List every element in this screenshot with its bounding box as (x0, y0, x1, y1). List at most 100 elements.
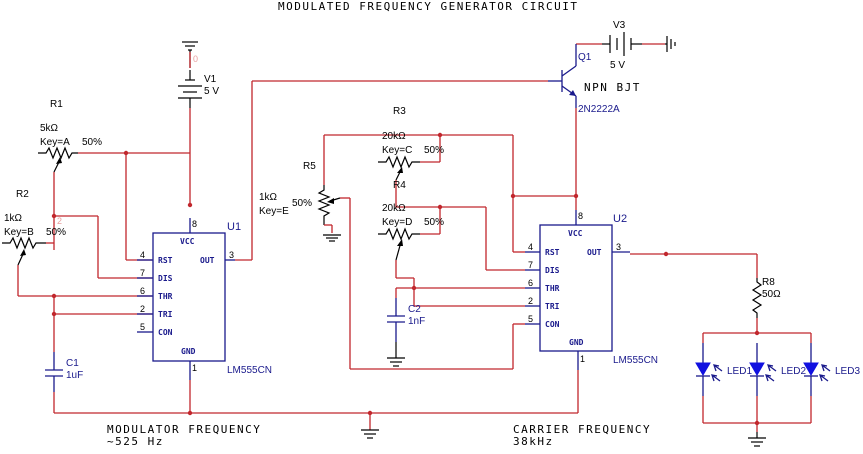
r2-name: R2 (16, 189, 29, 200)
u2-pin4: 4 (528, 242, 533, 252)
junction (437, 204, 443, 210)
r1-value: 5kΩ (40, 123, 59, 134)
u2-out-label: OUT (587, 248, 602, 257)
c2-name: C2 (408, 304, 421, 315)
v3-name: V3 (613, 20, 626, 31)
led2-label: LED2 (781, 366, 806, 377)
u1-out-label: OUT (200, 256, 215, 265)
r8-value: 50Ω (762, 289, 781, 300)
junction (367, 410, 373, 416)
u2-pin8: 8 (578, 211, 583, 221)
c1-value: 1uF (66, 370, 83, 381)
wires-carrier (323, 43, 812, 432)
q1-type: NPN BJT (584, 81, 641, 94)
ground-icon (665, 36, 676, 52)
u1-pin5: 5 (140, 322, 145, 332)
carrier-frequency-value: 38kHz (513, 435, 554, 448)
potentiometer-r1[interactable] (38, 146, 78, 173)
r3-key: Key=C (382, 145, 412, 156)
u1-pin8: 8 (192, 219, 197, 229)
potentiometer-r2[interactable] (2, 236, 46, 266)
r4-value: 20kΩ (382, 203, 406, 214)
u2-dis-label: DIS (545, 266, 560, 275)
u1-pin1: 1 (192, 363, 197, 373)
u2-pin2: 2 (528, 296, 533, 306)
u2-name: U2 (613, 213, 627, 225)
junction (51, 293, 57, 299)
junction (437, 132, 443, 138)
r3-value: 20kΩ (382, 131, 406, 142)
u1-rst-label: RST (158, 256, 173, 265)
u2-pin1: 1 (580, 354, 585, 364)
r1-name: R1 (50, 99, 63, 110)
potentiometer-r4[interactable] (378, 227, 420, 261)
ic-u2[interactable] (525, 210, 630, 370)
r4-percent: 50% (424, 217, 444, 228)
u1-vcc-label: VCC (180, 237, 195, 246)
r1-key: Key=A (40, 137, 70, 148)
v1-name: V1 (204, 74, 217, 85)
junction (187, 202, 193, 208)
q1-name: Q1 (578, 52, 592, 63)
led-3[interactable] (803, 343, 831, 396)
u2-pin7: 7 (528, 260, 533, 270)
u2-con-label: CON (545, 320, 560, 329)
u1-gnd-label: GND (181, 347, 196, 356)
junction (187, 410, 193, 416)
potentiometer-r3[interactable] (378, 155, 420, 181)
r5-percent: 50% (292, 198, 312, 209)
r5-key: Key=E (259, 206, 289, 217)
u2-model: LM555CN (613, 355, 658, 366)
junction (573, 193, 579, 199)
r8-name: R8 (762, 277, 775, 288)
r3-name: R3 (393, 106, 406, 117)
u1-pin3: 3 (229, 250, 234, 260)
r5-value: 1kΩ (259, 192, 278, 203)
c2-value: 1nF (408, 316, 425, 327)
capacitor-c2[interactable] (387, 298, 405, 367)
led1-label: LED1 (727, 366, 752, 377)
modulator-frequency-label: MODULATOR FREQUENCY (107, 423, 261, 436)
junction (123, 150, 129, 156)
battery-v3[interactable] (602, 32, 642, 56)
r2-percent: 50% (46, 227, 66, 238)
junction (411, 285, 417, 291)
battery-v1[interactable] (178, 41, 202, 108)
u2-pin6: 6 (528, 278, 533, 288)
junction (51, 311, 57, 317)
transistor-q1[interactable] (548, 44, 577, 108)
ground-icon (361, 429, 379, 439)
u1-tri-label: TRI (158, 310, 173, 319)
u1-pin2: 2 (140, 304, 145, 314)
u1-name: U1 (227, 221, 241, 233)
led-2[interactable] (749, 343, 777, 423)
junction (754, 330, 760, 336)
r3-percent: 50% (424, 145, 444, 156)
node-label-0: 0 (193, 54, 198, 64)
r2-value: 1kΩ (4, 213, 23, 224)
u2-vcc-label: VCC (568, 229, 583, 238)
u1-thr-label: THR (158, 292, 173, 301)
led3-label: LED3 (835, 366, 860, 377)
r5-name: R5 (303, 161, 316, 172)
r4-name: R4 (393, 180, 406, 191)
junction (510, 193, 516, 199)
v3-value: 5 V (610, 60, 625, 71)
u2-pin3: 3 (616, 242, 621, 252)
u1-con-label: CON (158, 328, 173, 337)
r4-key: Key=D (382, 217, 412, 228)
u1-dis-label: DIS (158, 274, 173, 283)
u1-pin6: 6 (140, 286, 145, 296)
led-1[interactable] (695, 343, 723, 396)
q1-model: 2N2222A (578, 104, 620, 115)
potentiometer-r5[interactable] (317, 185, 341, 242)
capacitor-c1[interactable] (45, 352, 63, 392)
wires-modulator (17, 80, 578, 430)
junction (663, 251, 669, 257)
u2-tri-label: TRI (545, 302, 560, 311)
resistor-r8[interactable] (751, 278, 763, 318)
ic-u1[interactable] (137, 218, 235, 380)
u1-pin7: 7 (140, 268, 145, 278)
junction (51, 213, 57, 219)
